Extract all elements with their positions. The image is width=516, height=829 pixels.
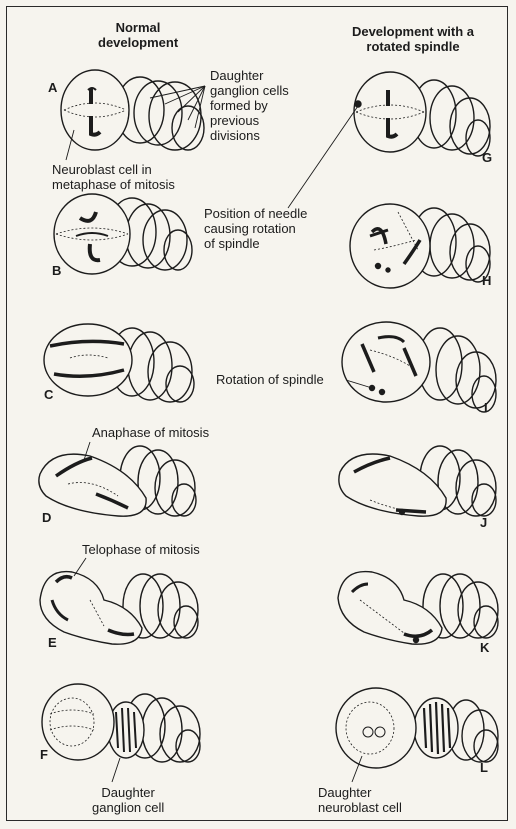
header-rotated-line2: rotated spindle [338,39,488,54]
stage-a-cells [61,70,204,150]
label-neuroblast-metaphase-line1: Neuroblast cell in [52,162,175,177]
letter-d: D [42,510,51,525]
stage-d-cells [39,446,196,516]
label-daughter-ganglion-cells-line2: ganglion cells [210,83,289,98]
letter-e: E [48,635,57,650]
stage-l-cells [336,688,498,768]
stage-e-cells [40,572,198,645]
stage-i-cells [342,322,496,412]
header-normal: Normal development [98,20,178,50]
label-needle-position: Position of needle causing rotation of s… [204,206,307,251]
label-daughter-ganglion-cells-line1: Daughter [210,68,289,83]
label-daughter-ganglion-cell-line1: Daughter [92,785,164,800]
letter-c: C [44,387,53,402]
label-anaphase: Anaphase of mitosis [92,425,209,440]
header-rotated: Development with a rotated spindle [338,24,488,54]
label-needle-position-line2: causing rotation [204,221,307,236]
header-rotated-line1: Development with a [338,24,488,39]
stage-f-cells [42,684,200,762]
stage-k-cells [338,572,498,645]
label-needle-position-line3: of spindle [204,236,307,251]
label-daughter-ganglion-cells: Daughter ganglion cells formed by previo… [210,68,289,143]
label-daughter-ganglion-cell-line2: ganglion cell [92,800,164,815]
letter-b: B [52,263,61,278]
label-telophase: Telophase of mitosis [82,542,200,557]
label-daughter-ganglion-cells-line3: formed by [210,98,289,113]
label-daughter-ganglion-cells-line5: divisions [210,128,289,143]
letter-j: J [480,515,487,530]
pointer-needle [288,106,358,208]
header-normal-line1: Normal [98,20,178,35]
letter-h: H [482,273,491,288]
stage-h-cells [350,204,490,288]
pointer-daughter-ganglion-cells [150,86,205,128]
letter-l: L [480,760,488,775]
letter-g: G [482,150,492,165]
stage-g-cells [354,72,490,156]
letter-f: F [40,747,48,762]
label-neuroblast-metaphase: Neuroblast cell in metaphase of mitosis [52,162,175,192]
label-daughter-neuroblast-cell-line1: Daughter [318,785,402,800]
header-normal-line2: development [98,35,178,50]
label-daughter-neuroblast-cell-line2: neuroblast cell [318,800,402,815]
label-daughter-ganglion-cells-line4: previous [210,113,289,128]
letter-i: I [484,400,488,415]
pointer-daughter-ganglion-cell [112,758,120,782]
label-needle-position-line1: Position of needle [204,206,307,221]
pointer-telophase [74,558,86,576]
stage-b-cells [54,194,192,274]
label-daughter-ganglion-cell: Daughter ganglion cell [92,785,164,815]
letter-k: K [480,640,489,655]
stage-j-cells [339,446,496,516]
letter-a: A [48,80,57,95]
label-neuroblast-metaphase-line2: metaphase of mitosis [52,177,175,192]
label-rotation-of-spindle: Rotation of spindle [216,372,324,387]
label-daughter-neuroblast-cell: Daughter neuroblast cell [318,785,402,815]
stage-c-cells [44,324,194,402]
